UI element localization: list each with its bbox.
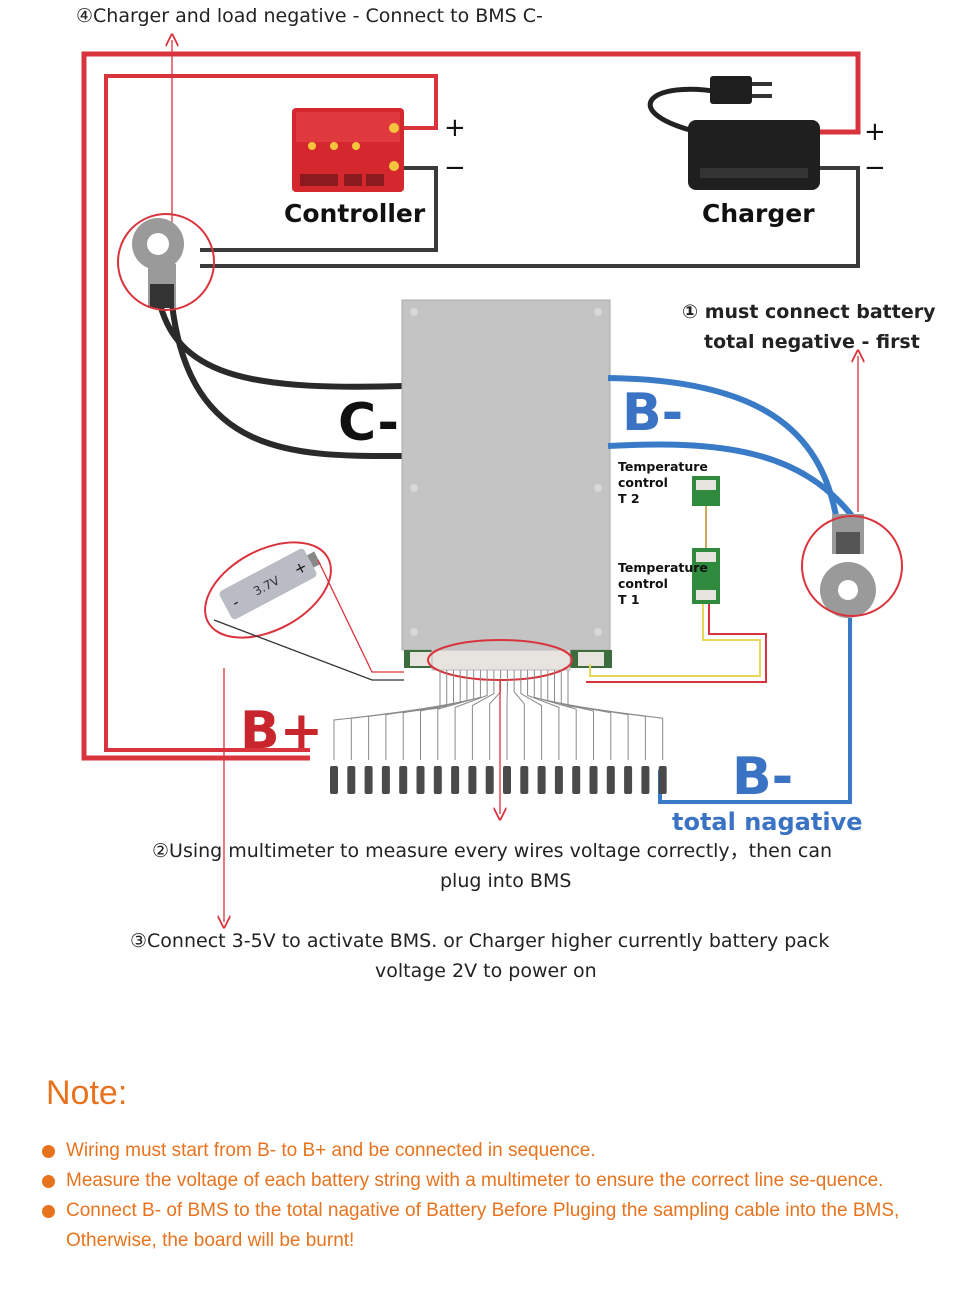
temperature-sensor-wires [586,506,767,683]
t2-label-line2: control [618,475,668,490]
c-minus-ring-terminal [132,218,184,308]
step1-line1: ① must connect battery [682,301,936,323]
c-minus-label: C- [338,393,399,453]
cell-tap-terminal [641,766,650,794]
c-minus-highlight-circle [117,213,215,311]
bms-board [401,299,612,671]
t1-label-line2: control [618,576,668,591]
charger-label: Charger [702,199,815,228]
step3-line1: ③Connect 3-5V to activate BMS. or Charge… [130,930,829,952]
cell-tap-terminal [399,766,408,794]
note-list: Wiring must start from B- to B+ and be c… [40,1136,930,1256]
sampling-wire [567,670,664,760]
cell-tap-terminal [554,766,563,794]
bullet-icon [42,1175,55,1188]
note-item: Wiring must start from B- to B+ and be c… [40,1136,930,1166]
b-minus-total-label: B- [732,747,793,807]
sampling-wire [513,670,525,760]
controller-label: Controller [284,199,426,228]
b-minus-label: B- [622,383,683,443]
sampling-wire [540,670,594,760]
sampling-wire [385,670,461,760]
cell-tap-terminal [451,766,460,794]
cell-tap-terminal [364,766,373,794]
t1-label-line1: Temperature [618,560,708,575]
b-plus-label: B+ [240,701,323,761]
sampling-harness [330,670,667,794]
cell-tap-terminal [503,766,511,794]
cell-highlight [204,541,332,639]
controller-minus-label: − [444,153,466,183]
sampling-wire [489,670,502,760]
cell-tap-terminal [606,766,615,794]
controller-device [292,108,404,192]
sampling-wire [368,670,454,760]
cell-tap-terminal [572,766,581,794]
total-negative-label: total nagative [672,808,863,836]
note-title: Note: [46,1074,128,1112]
cell-tap-terminal [416,766,425,794]
sampling-wire [437,670,481,760]
b-minus-ring-terminal [820,514,876,618]
cell-tap-terminal [520,766,529,794]
cell-tap-terminal [589,766,598,794]
cell-tap-terminal [537,766,546,794]
sampling-wire [560,670,646,760]
t2-label-line3: T 2 [618,491,640,506]
temperature-sensor-t2 [692,476,720,506]
sampling-wire [471,670,495,760]
activation-cell: 3.7V + - [219,548,321,620]
wiring-diagram: ④Charger and load negative - Connect to … [76,5,936,982]
sampling-wire [454,670,488,760]
sampling-wire [350,670,448,760]
charger-plus-label: + [864,117,886,147]
cell-tap-terminal [658,766,667,794]
cell-tap-terminal [381,766,390,794]
note-item: Measure the voltage of each battery stri… [40,1166,930,1196]
temperature-sensor-t1 [692,548,720,604]
bullet-icon [42,1145,55,1158]
step1-line2: total negative - first [704,331,920,353]
note-item: Connect B- of BMS to the total nagative … [40,1196,930,1256]
cell-tap-terminal [347,766,356,794]
sampling-wire [333,670,441,760]
note-item-text: Connect B- of BMS to the total nagative … [66,1200,900,1251]
red-wire-controller [104,74,438,752]
sampling-wire [547,670,612,760]
b-minus-highlight-circle [801,515,903,617]
sampling-wire [527,670,560,760]
red-wire-outer [81,51,861,761]
charger-minus-label: − [864,153,886,183]
bullet-icon [42,1205,55,1218]
step2-line2: plug into BMS [440,870,571,892]
b-minus-cables [607,375,855,518]
note-item-text: Measure the voltage of each battery stri… [66,1170,884,1191]
note-section: Note: Wiring must start from B- to B+ an… [0,1060,960,1298]
step4-annotation: ④Charger and load negative - Connect to … [76,5,543,27]
cell-tap-terminal [433,766,442,794]
c-minus-cables [157,303,405,460]
sampling-wire [402,670,468,760]
step3-line2: voltage 2V to power on [375,960,597,982]
sampling-wire [520,670,543,760]
t2-label-line1: Temperature [618,459,708,474]
step2-line1: ②Using multimeter to measure every wires… [152,840,832,862]
cell-tap-terminal [330,766,338,794]
cell-leads [213,559,404,681]
cell-tap-terminal [485,766,494,794]
charger-device [647,76,820,190]
cell-tap-terminal [624,766,633,794]
t1-label-line3: T 1 [618,592,640,607]
negative-wire-loop [200,166,860,268]
cell-tap-terminal [468,766,477,794]
sampling-wire [554,670,629,760]
note-item-text: Wiring must start from B- to B+ and be c… [66,1140,596,1161]
controller-plus-label: + [444,113,466,143]
sampling-wire [420,670,475,760]
